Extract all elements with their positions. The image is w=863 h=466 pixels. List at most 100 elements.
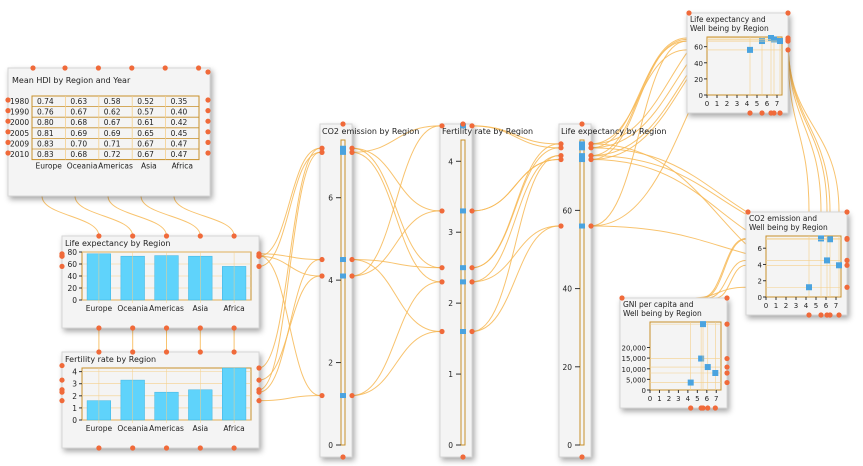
connector-handle[interactable] — [349, 256, 355, 263]
data-point[interactable] — [579, 145, 585, 151]
connector-handle[interactable] — [205, 129, 211, 135]
connector-handle[interactable] — [588, 141, 594, 147]
connector-handle[interactable] — [59, 398, 65, 404]
data-point[interactable] — [836, 262, 842, 269]
data-point[interactable] — [771, 36, 777, 43]
connector-handle[interactable] — [439, 279, 445, 285]
connector-handle[interactable] — [558, 141, 564, 147]
connector-handle[interactable] — [256, 398, 262, 404]
connector-handle[interactable] — [5, 108, 11, 114]
connector-handle[interactable] — [558, 145, 564, 151]
connector-handle[interactable] — [163, 349, 170, 355]
connector-handle[interactable] — [129, 65, 135, 71]
connector-handle[interactable] — [340, 454, 346, 460]
connector-handle[interactable] — [558, 223, 564, 229]
connector-handle[interactable] — [197, 349, 203, 355]
connector-handle[interactable] — [95, 65, 101, 71]
connector-handle[interactable] — [712, 405, 718, 411]
connector-handle[interactable] — [205, 97, 211, 103]
connector-handle[interactable] — [785, 38, 791, 44]
data-point[interactable] — [579, 153, 585, 159]
connector-handle[interactable] — [824, 312, 830, 318]
connector-handle[interactable] — [724, 379, 730, 386]
connector-handle[interactable] — [439, 208, 445, 214]
data-point[interactable] — [687, 379, 694, 386]
connector-handle[interactable] — [231, 349, 237, 355]
connector-handle[interactable] — [340, 121, 346, 127]
connector-handle[interactable] — [724, 295, 730, 301]
data-point[interactable] — [818, 235, 824, 242]
connector-handle[interactable] — [844, 262, 850, 268]
connector-handle[interactable] — [700, 405, 706, 411]
connector-handle[interactable] — [747, 110, 753, 116]
connector-handle[interactable] — [256, 253, 262, 259]
data-point[interactable] — [460, 208, 466, 214]
data-point[interactable] — [806, 284, 812, 291]
connector-handle[interactable] — [96, 445, 102, 451]
connector-handle[interactable] — [579, 121, 585, 127]
connector-handle[interactable] — [5, 129, 11, 135]
data-point[interactable] — [700, 321, 707, 328]
connector-handle[interactable] — [5, 150, 11, 156]
connector-handle[interactable] — [579, 454, 585, 460]
connector-handle[interactable] — [5, 97, 11, 103]
data-point[interactable] — [712, 370, 719, 376]
connector-handle[interactable] — [705, 405, 711, 411]
connector-handle[interactable] — [163, 325, 170, 331]
connector-handle[interactable] — [844, 257, 850, 263]
connector-handle[interactable] — [724, 321, 730, 327]
data-point[interactable] — [460, 265, 466, 271]
connector-handle[interactable] — [130, 349, 136, 355]
connector-handle[interactable] — [349, 392, 355, 399]
data-point[interactable] — [340, 273, 346, 279]
connector-handle[interactable] — [319, 273, 325, 279]
connector-handle[interactable] — [724, 370, 730, 376]
connector-handle[interactable] — [558, 156, 564, 163]
connector-handle[interactable] — [558, 153, 564, 159]
connector-handle[interactable] — [349, 273, 355, 279]
connector-handle[interactable] — [588, 223, 594, 229]
connector-handle[interactable] — [30, 65, 36, 71]
connector-handle[interactable] — [62, 65, 68, 71]
connector-handle[interactable] — [439, 328, 445, 335]
connector-handle[interactable] — [439, 265, 445, 271]
data-point[interactable] — [340, 393, 346, 399]
connector-handle[interactable] — [96, 233, 102, 239]
connector-handle[interactable] — [469, 328, 475, 335]
connector-handle[interactable] — [96, 325, 102, 331]
data-point[interactable] — [579, 223, 585, 229]
data-point[interactable] — [704, 364, 711, 371]
connector-handle[interactable] — [162, 65, 168, 71]
connector-handle[interactable] — [469, 279, 475, 285]
data-point[interactable] — [340, 145, 346, 151]
connector-handle[interactable] — [469, 265, 475, 271]
connector-handle[interactable] — [460, 454, 466, 460]
connector-handle[interactable] — [349, 149, 355, 155]
connector-handle[interactable] — [686, 10, 692, 16]
connector-handle[interactable] — [59, 253, 65, 259]
connector-handle[interactable] — [349, 145, 355, 151]
connector-handle[interactable] — [256, 263, 262, 269]
connector-handle[interactable] — [5, 139, 11, 145]
connector-handle[interactable] — [844, 284, 850, 290]
connector-handle[interactable] — [844, 209, 850, 215]
connector-handle[interactable] — [806, 312, 812, 318]
connector-handle[interactable] — [588, 153, 594, 159]
connector-handle[interactable] — [256, 365, 262, 371]
connector-handle[interactable] — [319, 392, 325, 399]
connector-handle[interactable] — [469, 208, 475, 214]
connector-handle[interactable] — [5, 118, 11, 124]
data-point[interactable] — [579, 157, 585, 163]
connector-handle[interactable] — [785, 47, 791, 53]
connector-handle[interactable] — [771, 110, 777, 116]
connector-handle[interactable] — [197, 325, 203, 331]
connector-handle[interactable] — [588, 156, 594, 163]
connector-handle[interactable] — [59, 377, 65, 383]
